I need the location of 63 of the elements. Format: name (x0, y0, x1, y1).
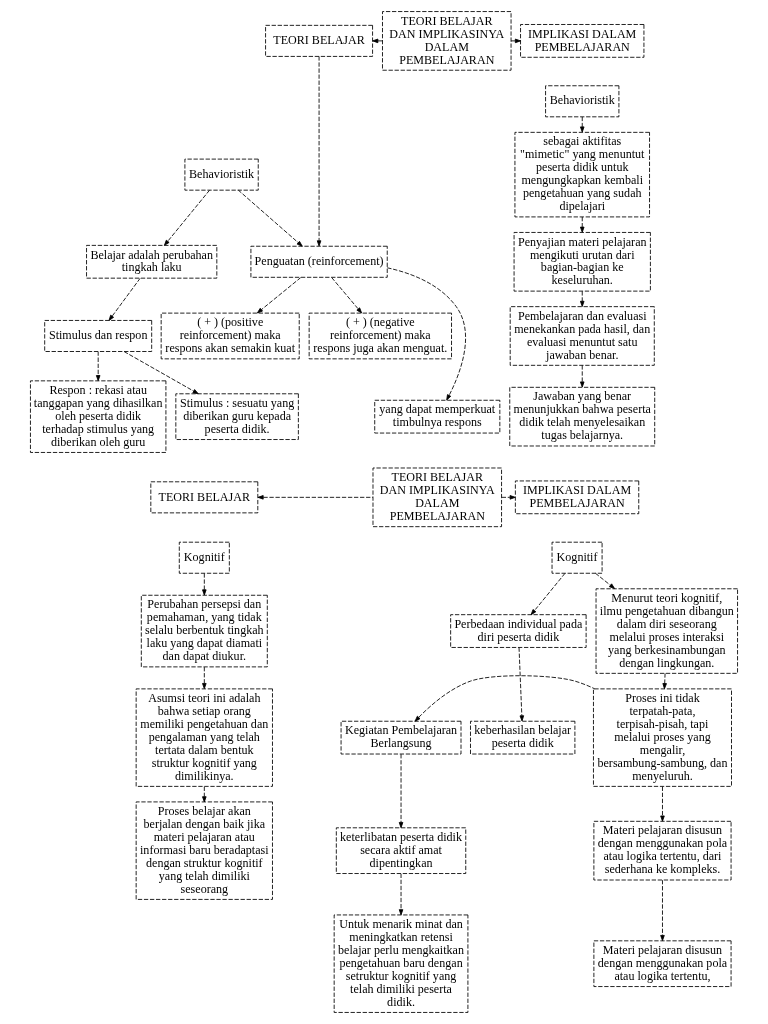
arrow (580, 364, 585, 388)
arrow (662, 672, 667, 690)
arrow (164, 189, 210, 246)
arrow (580, 116, 585, 133)
arrow (202, 666, 207, 690)
node-box: Stimulus dan respon (44, 320, 153, 352)
node-box: keberhasilan belajar peserta didik (470, 720, 576, 755)
node-box: Asumsi teori ini adalah bahwa setiap orang memiliki pengetahuan dan pengalaman yang telah tertata dalam bentuk struktur kognitif yang dimilikinya. (135, 688, 273, 787)
arrow (580, 290, 585, 307)
node-box: Perubahan persepsi dan pemahaman, yang tidak selalu berbentuk tingkah laku yang dapat diamati dan dapat diukur. (140, 594, 268, 668)
node-box: Menurut teori kognitif, ilmu pengetahuan dibangun dalam diri seseorang melalui proses interaksi yang berkesinambungan dengan lingkungan. (595, 588, 738, 674)
node-box: ( + ) (negative reinforcement) maka respons juga akan menguat. (308, 312, 452, 360)
node-box: Respon : rekasi atau tanggapan yang dihasilkan oleh peserta didik terhadap stimulus yang diberikan oleh guru (30, 380, 167, 453)
arrow (256, 277, 302, 314)
node-box: Penguatan (reinforcement) (250, 245, 388, 278)
node-box: Stimulus : sesuatu yang diberikan guru kepada peserta didik. (175, 393, 299, 440)
node-box: IMPLIKASI DALAM PEMBELAJARAN (514, 480, 640, 515)
arrow (580, 216, 585, 233)
node-box: Kognitif (178, 541, 230, 574)
arrow (257, 495, 374, 500)
node-box: Jawaban yang benar menunjukkan bahwa peserta didik telah menyelesaikan tugas belajarnya. (509, 386, 656, 447)
arrow (398, 873, 404, 916)
arrow (237, 189, 303, 247)
arrow (660, 879, 665, 941)
node-box: Kognitif (551, 541, 603, 574)
node-box: IMPLIKASI DALAM PEMBELAJARAN (520, 24, 645, 58)
node-box: Perbedaan individual pada diri peserta didik (450, 614, 587, 648)
node-box: TEORI BELAJAR (265, 24, 373, 57)
node-box: Behavioristik (184, 158, 259, 191)
node-box: Proses ini tidak terpatah-pata, terpisah-pisah, tapi melalui proses yang mengalir, bersambung-sambung, dan menyeluruh. (593, 688, 732, 787)
arrow (202, 786, 207, 803)
node-box: Materi pelajaran disusun dengan menggunakan pola atau logika tertentu, dari sederhana ke kompleks. (593, 820, 732, 881)
node-box: ( + ) (positive reinforcement) maka respons akan semakin kuat (160, 312, 300, 360)
node-box: TEORI BELAJAR DAN IMPLIKASINYA DALAM PEMBELAJARAN (372, 467, 502, 528)
node-box: Materi pelajaran disusun dengan menggunakan pola atau logika tertentu, (593, 940, 732, 987)
arrow (95, 351, 101, 382)
node-box: Penyajian materi pelajaran mengikuti urutan dari bagian-bagian ke keseluruhan. (513, 232, 651, 292)
arrow (398, 753, 404, 829)
arrow (202, 573, 207, 596)
arrow (108, 277, 141, 321)
arrow (595, 573, 615, 589)
node-box: TEORI BELAJAR DAN IMPLIKASINYA DALAM PEMBELAJARAN (382, 11, 512, 71)
arrow (660, 786, 665, 822)
node-box: Proses belajar akan berjalan dengan baik jika materi pelajaran atau informasi baru beradaptasi dengan struktur kognitif yang telah dimiliki seseorang (135, 801, 273, 900)
node-box: Untuk menarik minat dan meningkatkan retensi belajar perlu mengkaitkan pengetahuan baru dengan setruktur kognitif yang telah dimiliki peserta didik. (333, 914, 469, 1013)
node-box: Belajar adalah perubahan tingkah laku (86, 244, 218, 279)
arrow (518, 647, 525, 722)
arrow (372, 38, 383, 44)
node-box: yang dapat memperkuat timbulnya respons (374, 399, 501, 434)
arrow (530, 573, 566, 616)
node-box: Behavioristik (545, 85, 620, 118)
node-box: keterlibatan peserta didik secara aktif amat dipentingkan (335, 827, 467, 874)
node-box: Kegiatan Pembelajaran Berlangsung (340, 720, 462, 755)
arrow (501, 495, 516, 500)
arrow (123, 351, 199, 395)
arrow (386, 267, 466, 401)
node-box: TEORI BELAJAR (150, 481, 259, 514)
node-box: sebagai aktifitas "mimetic" yang menuntut peserta didik untuk mengungkapkan kembali pengetahuan yang sudah dipelajari (514, 131, 650, 218)
arrow (331, 277, 363, 314)
node-box: Pembelajaran dan evaluasi menekankan pada hasil, dan evaluasi menuntut satu jawaban benar. (509, 306, 655, 366)
arrow (414, 675, 596, 722)
arrow (510, 38, 521, 44)
arrow (316, 56, 322, 247)
